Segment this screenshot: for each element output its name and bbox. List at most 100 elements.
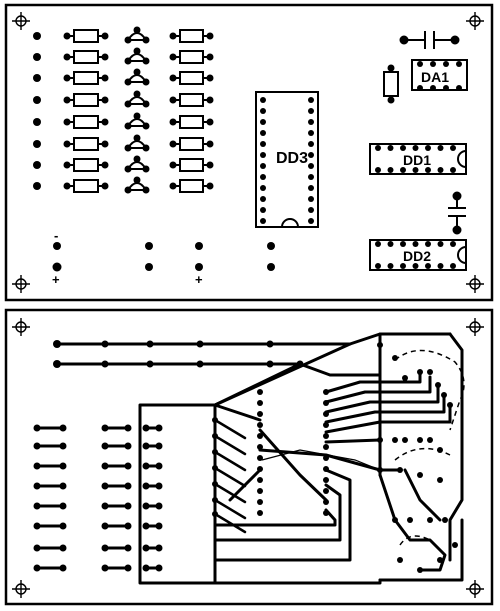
solder-pad (133, 68, 141, 76)
trace (213, 498, 247, 520)
solder-pad (260, 108, 266, 114)
solder-pad (260, 196, 266, 202)
resistor-body (179, 137, 204, 151)
resistor-body (179, 93, 204, 107)
solder-pad (257, 444, 263, 450)
resistor-body (73, 50, 99, 64)
solder-pad (323, 466, 329, 472)
solder-pad (425, 241, 431, 247)
solder-pad (133, 90, 141, 98)
copper-traces (55, 332, 464, 585)
solder-pad (437, 477, 443, 483)
mounting-hole-icon (466, 318, 484, 336)
solder-pad (257, 466, 263, 472)
solder-pad (407, 517, 413, 523)
solder-pad (437, 263, 444, 269)
solder-pad (375, 241, 381, 247)
trace (213, 434, 247, 456)
solder-pad (387, 145, 394, 151)
solder-pad (257, 510, 263, 516)
solder-pad (257, 455, 263, 461)
solder-pad (392, 437, 398, 443)
solder-pad (400, 167, 406, 173)
solder-pad (443, 61, 449, 67)
right-ic-pads (377, 342, 458, 573)
solder-pad (450, 241, 456, 247)
resistor-body (179, 50, 204, 64)
solder-pad (412, 167, 419, 173)
solder-pad (437, 241, 444, 247)
solder-pad (417, 61, 423, 67)
solder-pad (323, 510, 329, 516)
solder-pad (260, 119, 266, 125)
resistor-body (73, 137, 99, 151)
capacitor-mid (448, 191, 466, 235)
solder-pad (260, 174, 266, 180)
trace (213, 418, 247, 440)
polarity-plus-label: + (195, 272, 203, 287)
resistor-body (73, 71, 99, 85)
solder-pad (33, 32, 41, 40)
dashed-jumpers (394, 349, 465, 546)
solder-pad (133, 176, 141, 184)
solder-pad (124, 144, 132, 152)
resistor-body (179, 158, 204, 172)
mounting-hole-icon (12, 12, 30, 30)
solder-pad (308, 185, 314, 191)
solder-pad (124, 165, 132, 173)
pad-column-left (33, 32, 41, 190)
solder-pad (142, 100, 150, 108)
resistor-body (73, 29, 99, 43)
resistor-stubs-left (33, 424, 67, 572)
resistor-body (179, 29, 204, 43)
capacitor-top (399, 31, 460, 49)
solder-pad (427, 369, 433, 375)
trace (213, 512, 247, 534)
resistor-column-2 (169, 29, 214, 193)
solder-pad (257, 477, 263, 483)
solder-pad (402, 437, 408, 443)
solder-pad (142, 165, 150, 173)
solder-pad (375, 167, 381, 173)
solder-pad (308, 130, 314, 136)
solder-pad (323, 488, 329, 494)
solder-pad (402, 375, 408, 381)
solder-pad (425, 145, 431, 151)
solder-pad (133, 134, 141, 142)
mounting-hole-icon (466, 275, 484, 293)
chip-dd1: DD1 (369, 143, 467, 175)
solder-pad (142, 78, 150, 86)
solder-pad (124, 100, 132, 108)
solder-pad (450, 167, 456, 173)
resistor-stubs-mid (101, 424, 163, 572)
resistor-body (179, 179, 204, 193)
solder-pad (387, 167, 394, 173)
solder-pad (452, 542, 458, 548)
trace (213, 482, 247, 504)
solder-pad (33, 161, 41, 169)
solder-pad (124, 78, 132, 86)
solder-pad (417, 85, 423, 91)
solder-pad (417, 472, 423, 478)
solder-pad (397, 467, 403, 473)
solder-pad (377, 342, 383, 348)
solder-pad (323, 422, 329, 428)
solder-pad (308, 207, 314, 213)
solder-pad (441, 392, 447, 398)
solder-pad (260, 207, 266, 213)
solder-pad (257, 389, 263, 395)
solder-pad (323, 444, 329, 450)
solder-pad (427, 437, 433, 443)
solder-pad (257, 422, 263, 428)
solder-pad (437, 145, 444, 151)
bus-fan-traces (212, 417, 247, 534)
solder-pad (257, 499, 263, 505)
transistor-column (124, 26, 150, 194)
solder-pad (437, 167, 444, 173)
trace (213, 466, 247, 488)
solder-pad (260, 163, 266, 169)
solder-pad (260, 97, 266, 103)
solder-pad (142, 57, 150, 65)
solder-pad (260, 141, 266, 147)
